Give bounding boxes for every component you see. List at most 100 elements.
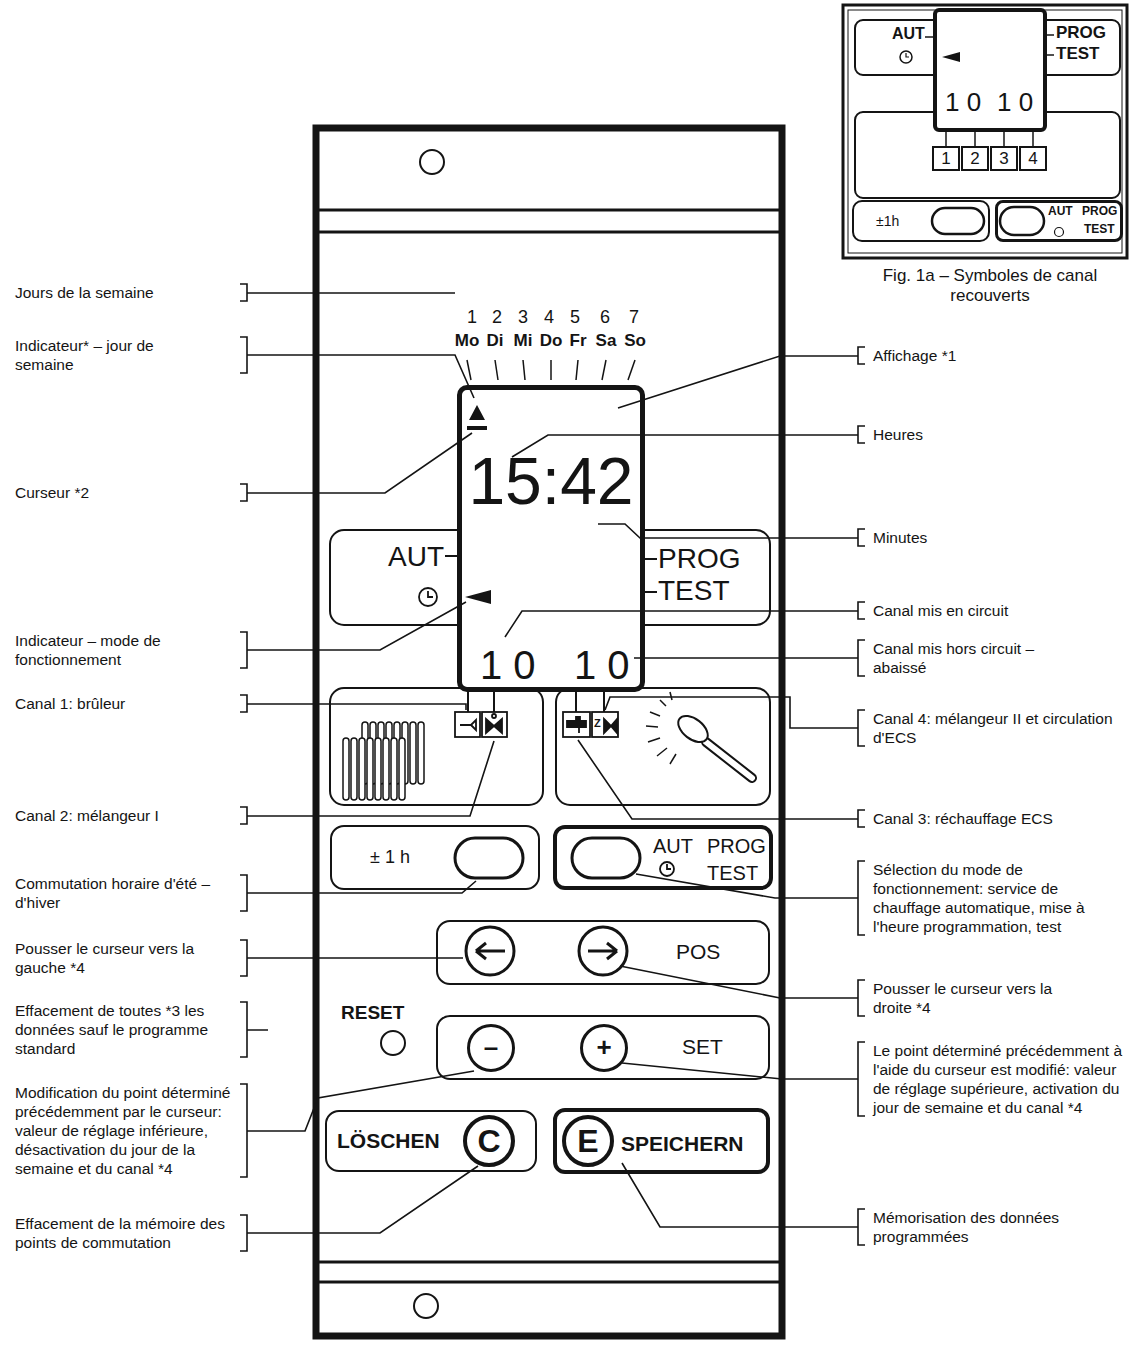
push-button [455,838,523,878]
shower-icon [670,754,676,764]
callout-text: Affichage *1 [873,346,1128,365]
callout-text: Canal 2: mélangeur I [15,806,237,825]
button-panel: ± 1 h [330,825,540,890]
callout-text: Canal mis hors circuit – abaissé [873,639,1073,677]
callout-text: Z [594,714,606,733]
radiator-icon [351,738,357,800]
callout-text: Curseur *2 [15,483,237,502]
leader-line [620,966,865,1016]
node-text: POS [676,940,720,964]
inset-frame [1047,34,1054,36]
node-text: AUT [388,541,444,573]
callout-text: Canal 4: mélangeur II et circulation d'E… [873,709,1128,747]
node-text: ± 1 h [370,847,410,868]
node-text: AUT [1048,205,1073,219]
leader-line [240,433,472,501]
node-text: SET [682,1035,723,1059]
shower-icon [657,748,667,756]
callout-text: Indicateur – mode de fonctionnement [15,631,237,669]
clock-symbol [667,864,671,869]
day-ticks [550,360,552,380]
node-text: PROG [1056,23,1106,43]
channel-box: 4 [1019,146,1047,171]
leader-line [240,1071,474,1177]
button-panel: LÖSCHEN C [325,1110,537,1172]
day-name: Di [479,331,511,351]
leader-line [605,697,865,746]
mode-panel: AUTPROGTEST [330,530,770,625]
node-text: SPEICHERN [621,1132,744,1156]
push-button [579,927,627,975]
round-button: C [463,1115,515,1167]
node-text: 1 0 [574,642,630,688]
housing [316,128,782,1336]
push-button [588,943,617,959]
display-indicator [465,590,491,604]
channel-icon [567,717,586,733]
node-text: AUT [892,25,925,43]
leader-line [618,347,865,408]
radiator-icon [399,738,405,800]
shower-icon [660,700,666,706]
day-name: Mi [507,331,539,351]
round-button: + [580,1024,628,1072]
leader-line [240,741,494,824]
channel-icon [460,720,476,730]
callout-text: Jours de la semaine [15,283,237,302]
shower-icon [646,726,658,727]
callout-text: Heures [873,425,1128,444]
leader-line [240,602,466,668]
housing [316,128,782,1336]
node-text: C [467,1119,511,1163]
channel-box: 2 [961,146,989,171]
inset-frame [1055,228,1064,237]
inset-frame [843,5,1127,258]
shower-icon [706,742,752,778]
inset-frame [974,132,976,146]
day-ticks [467,360,471,380]
inset-mode-panel: AUTPROGTEST [855,20,1120,75]
reset-hole [381,1031,405,1055]
channel-icon [492,714,496,718]
button-panel: SPEICHERNE [553,1108,770,1174]
display-indicator [467,426,487,430]
callout-text: Sélection du mode de fonctionnement: ser… [873,860,1128,936]
day-name: So [619,331,651,351]
channel-icon [455,712,480,737]
node-text: AUT [653,835,693,858]
inset-button-panel: AUTPROGTEST [995,200,1123,242]
shower-icon [673,711,712,748]
node-text: 1 0 [480,642,536,688]
day-number: 2 [482,307,512,329]
inset-frame [1047,54,1054,56]
round-button: – [467,1024,515,1072]
button-panel: SET – + [436,1015,770,1080]
radiator-icon [383,738,389,800]
callout-text: Canal 1: brûleur [15,694,237,713]
node-text: TEST [658,575,730,607]
callout-text: Mémorisation des données programmées [873,1208,1131,1246]
housing [316,1261,782,1264]
day-name: Mo [451,331,483,351]
node-text: 4 [1021,148,1045,169]
leader-line [240,284,455,301]
day-ticks [523,360,525,380]
inset-button-panel: ±1h [852,200,990,242]
node-text: LÖSCHEN [337,1129,440,1153]
day-ticks [576,360,578,380]
day-number: 3 [508,307,538,329]
radiator-icon [391,738,397,800]
callout-text: Indicateur* – jour de semaine [15,336,165,374]
shower-icon [648,738,660,742]
radiator-icon [359,738,365,800]
day-number: 4 [534,307,564,329]
housing [316,209,782,212]
callout-text: Pousser le curseur vers la gauche *4 [15,939,220,977]
inset-frame [1003,132,1005,146]
leader-line [240,695,466,712]
inset-frame [925,36,933,38]
channel-box: 1 [932,146,960,171]
leader-line [634,640,865,676]
day-number: 5 [560,307,590,329]
